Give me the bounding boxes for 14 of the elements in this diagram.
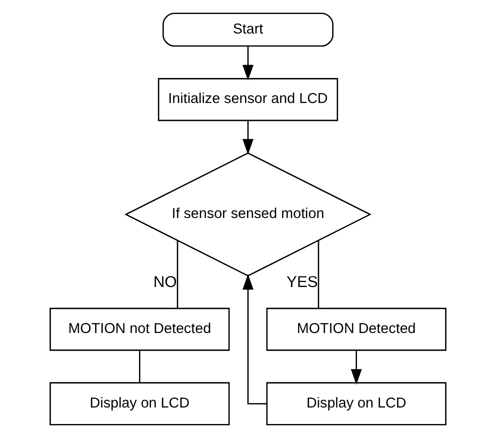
- connector: [176, 240, 178, 308]
- node-box: Display on LCD: [266, 382, 446, 426]
- arrow: [242, 46, 253, 81]
- node-box: MOTION not Detected: [49, 308, 230, 351]
- connector: [138, 350, 140, 383]
- arrow: [242, 120, 253, 155]
- connector: [317, 240, 319, 308]
- node-box: Start: [162, 12, 333, 47]
- node-box: Display on LCD: [49, 382, 230, 426]
- arrow: [350, 350, 362, 385]
- node-box: MOTION Detected: [266, 308, 446, 351]
- node-diamond: If sensor sensed motion: [124, 152, 372, 277]
- arrow: [242, 274, 266, 404]
- node-box: Initialize sensor and LCD: [157, 78, 338, 122]
